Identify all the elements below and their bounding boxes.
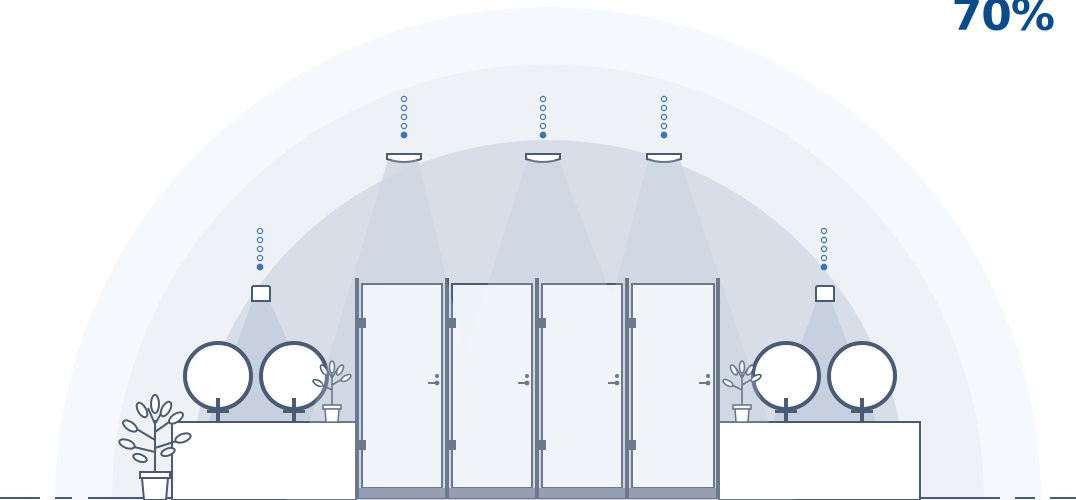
wall-sensor-icon [816,286,834,301]
wall-sensor-icon [252,286,270,301]
